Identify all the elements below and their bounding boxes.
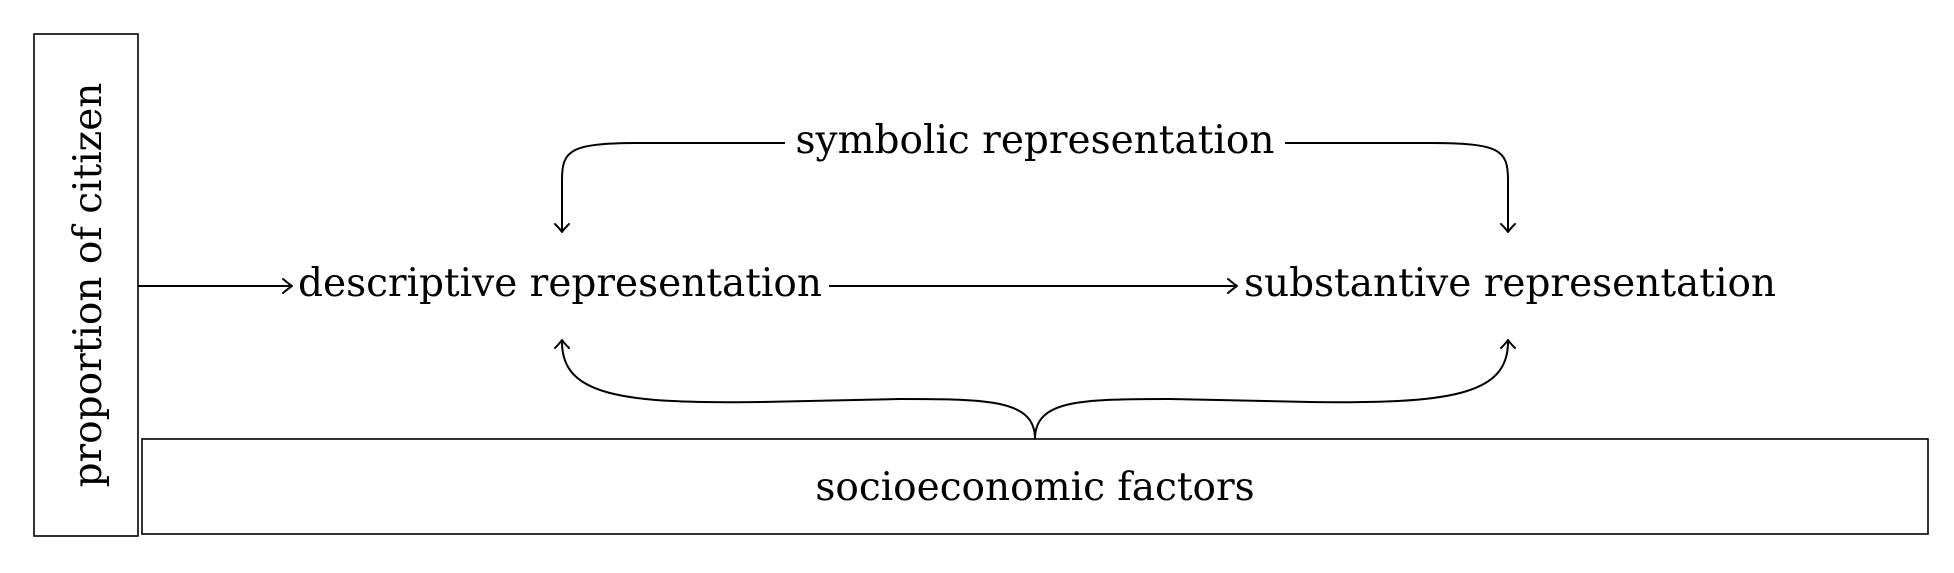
arrow-symbolic-to-substantive [1285, 142, 1516, 233]
arrow-symbolic-to-descriptive [554, 142, 785, 233]
proportion-of-citizen-label: proportion of citizen [66, 83, 111, 488]
socioeconomic-factors-label: socioeconomic factors [815, 465, 1254, 510]
arrow-descriptive-to-substantive [829, 278, 1238, 294]
arrow-proportion-to-descriptive [138, 278, 293, 294]
symbolic-representation-label: symbolic representation [796, 118, 1275, 163]
descriptive-representation-label: descriptive representation [298, 261, 822, 306]
arrow-socioeconomic-to-descriptive [554, 339, 1036, 440]
substantive-representation-label: substantive representation [1244, 261, 1776, 306]
arrow-socioeconomic-to-substantive [1034, 339, 1516, 440]
